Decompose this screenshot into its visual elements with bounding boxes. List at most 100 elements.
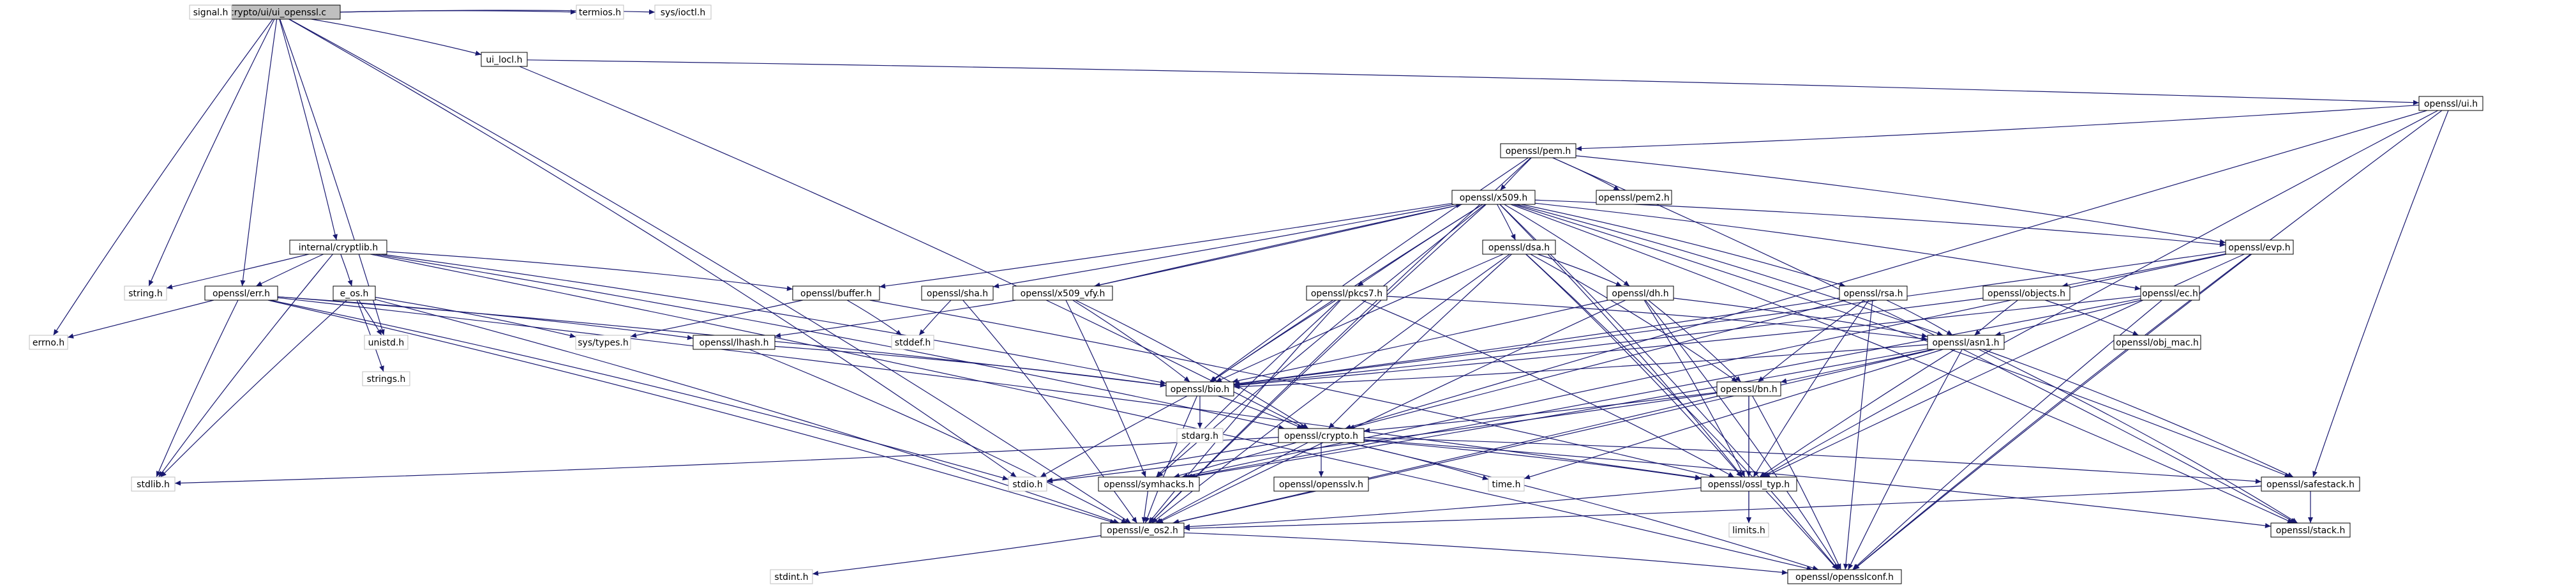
edge-crypto-to-safestack — [1363, 437, 2262, 484]
node-safestack[interactable]: openssl/safestack.h — [2261, 476, 2360, 492]
node-sha[interactable]: openssl/sha.h — [921, 285, 994, 301]
node-err[interactable]: openssl/err.h — [204, 285, 278, 301]
edge-x509-to-pkcs7 — [1357, 204, 1483, 287]
edge-lhash-to-e_os2 — [749, 349, 1128, 524]
edge-x509-to-opensslconf — [1499, 204, 1839, 570]
edge-e_os-to-unistd — [358, 300, 382, 336]
node-dsa[interactable]: openssl/dsa.h — [1482, 239, 1556, 255]
edge-err-to-errno — [67, 300, 214, 339]
edge-dsa-to-ossl_typ — [1525, 254, 1742, 478]
edge-pem-to-pem2 — [1552, 157, 1620, 191]
node-ossl_typ[interactable]: openssl/ossl_typ.h — [1700, 476, 1797, 492]
node-label: openssl/crypto.h — [1284, 431, 1358, 441]
node-asn1[interactable]: openssl/asn1.h — [1927, 335, 2005, 350]
node-pem[interactable]: openssl/pem.h — [1500, 143, 1576, 158]
node-lhash[interactable]: openssl/lhash.h — [693, 335, 775, 350]
edge-crypto-to-stdio — [1046, 442, 1279, 483]
node-label: openssl/x509_vfy.h — [1021, 289, 1105, 299]
node-evp[interactable]: openssl/evp.h — [2225, 239, 2294, 255]
node-label: openssl/obj_mac.h — [2116, 338, 2199, 348]
edge-crypto-to-stack — [1363, 439, 2272, 528]
edge-root-to-errno — [53, 19, 273, 336]
node-opensslv[interactable]: openssl/opensslv.h — [1273, 476, 1369, 492]
node-stdlib: stdlib.h — [131, 476, 176, 492]
node-label: openssl/ec.h — [2142, 289, 2198, 299]
node-pem2[interactable]: openssl/pem2.h — [1596, 190, 1672, 205]
edge-e_os2-to-stdint — [812, 535, 1102, 576]
node-cryptlib[interactable]: internal/cryptlib.h — [289, 239, 387, 255]
edge-x509-to-sha — [992, 204, 1455, 289]
node-opensslconf[interactable]: openssl/opensslconf.h — [1787, 569, 1902, 584]
edge-objects-to-obj_mac — [2045, 300, 2139, 336]
node-rsa[interactable]: openssl/rsa.h — [1839, 285, 1908, 301]
node-pkcs7[interactable]: openssl/pkcs7.h — [1306, 285, 1388, 301]
edge-rsa-to-asn1 — [1886, 300, 1953, 336]
node-crypto[interactable]: openssl/crypto.h — [1278, 428, 1365, 443]
node-e_os[interactable]: e_os.h — [333, 285, 376, 301]
node-x509_vfy[interactable]: openssl/x509_vfy.h — [1012, 285, 1113, 301]
node-buffer[interactable]: openssl/buffer.h — [792, 285, 880, 301]
edge-e_os-to-e_os2 — [375, 299, 1120, 524]
node-label: openssl/pkcs7.h — [1311, 289, 1382, 299]
edge-x509-to-x509_vfy — [1094, 204, 1462, 288]
node-obj_mac[interactable]: openssl/obj_mac.h — [2113, 335, 2201, 350]
edge-ec-to-asn1 — [1995, 300, 2141, 337]
node-label: openssl/err.h — [213, 289, 270, 299]
node-label: e_os.h — [340, 289, 369, 299]
node-bio[interactable]: openssl/bio.h — [1165, 381, 1234, 397]
edge-x509-to-asn1 — [1516, 204, 1943, 336]
node-dh[interactable]: openssl/dh.h — [1606, 285, 1674, 301]
node-e_os2[interactable]: openssl/e_os2.h — [1100, 522, 1185, 538]
node-label: sys/ioctl.h — [661, 8, 705, 18]
node-label: openssl/rsa.h — [1843, 289, 1903, 299]
node-label: openssl/dh.h — [1612, 289, 1668, 299]
edge-pem-to-x509 — [1500, 157, 1532, 191]
edge-ui_locl-to-ui — [527, 59, 2420, 105]
edge-x509-to-rsa — [1521, 204, 1846, 287]
edge-x509-to-ec — [1534, 202, 2141, 291]
edge-e_os2-to-opensslconf — [1183, 532, 1788, 575]
edge-asn1-to-safestack — [1982, 349, 2294, 478]
node-objects[interactable]: openssl/objects.h — [1982, 285, 2071, 301]
node-label: openssl/asn1.h — [1932, 338, 1999, 348]
edge-dsa-to-bio — [1215, 254, 1504, 383]
edge-safestack-to-e_os2 — [1183, 485, 2262, 531]
node-ui[interactable]: openssl/ui.h — [2418, 96, 2483, 111]
node-x509[interactable]: openssl/x509.h — [1451, 190, 1536, 205]
node-ui_locl[interactable]: ui_locl.h — [481, 52, 528, 67]
node-label: limits.h — [1732, 526, 1765, 536]
edge-bio-to-crypto — [1218, 395, 1303, 429]
node-label: openssl/lhash.h — [700, 338, 769, 348]
node-bn[interactable]: openssl/bn.h — [1716, 381, 1781, 397]
node-symhacks[interactable]: openssl/symhacks.h — [1098, 476, 1200, 492]
edge-sha-to-e_os2 — [962, 300, 1137, 524]
edge-e_os-to-stdlib — [160, 300, 347, 478]
node-strings: strings.h — [362, 371, 410, 386]
edge-err-to-lhash — [277, 296, 694, 340]
edge-ossl_typ-to-limits — [1746, 490, 1751, 523]
node-label: openssl/opensslv.h — [1279, 480, 1363, 490]
edge-buffer-to-sys_types — [630, 300, 803, 338]
node-ec[interactable]: openssl/ec.h — [2140, 285, 2200, 301]
edge-pkcs7-to-bio — [1210, 300, 1337, 383]
node-string: string.h — [124, 285, 167, 301]
node-label: stdint.h — [774, 572, 808, 582]
edge-symhacks-to-e_os2 — [1141, 490, 1149, 524]
node-label: openssl/pem.h — [1506, 146, 1571, 156]
edge-evp-to-bio — [1233, 251, 2226, 386]
edge-asn1-to-bio — [1233, 344, 1928, 390]
edge-crypto-to-e_os2 — [1155, 442, 1308, 524]
edge-ec-to-bio — [1233, 295, 2141, 388]
edge-x509-to-dh — [1504, 204, 1630, 287]
node-label: string.h — [128, 289, 163, 299]
edge-asn1-to-time — [1524, 349, 1943, 480]
edge-root-to-e_os2 — [289, 19, 1131, 524]
edge-pkcs7-to-ossl_typ — [1361, 300, 1735, 478]
edge-cryptlib-to-e_os — [340, 254, 353, 287]
node-stack[interactable]: openssl/stack.h — [2270, 522, 2351, 538]
edge-err-to-stdio — [270, 300, 1009, 481]
node-label: time.h — [1492, 480, 1521, 490]
edge-objects-to-asn1 — [1974, 300, 2018, 336]
edge-dh-to-bn — [1648, 300, 1741, 383]
node-stddef: stddef.h — [891, 335, 934, 350]
